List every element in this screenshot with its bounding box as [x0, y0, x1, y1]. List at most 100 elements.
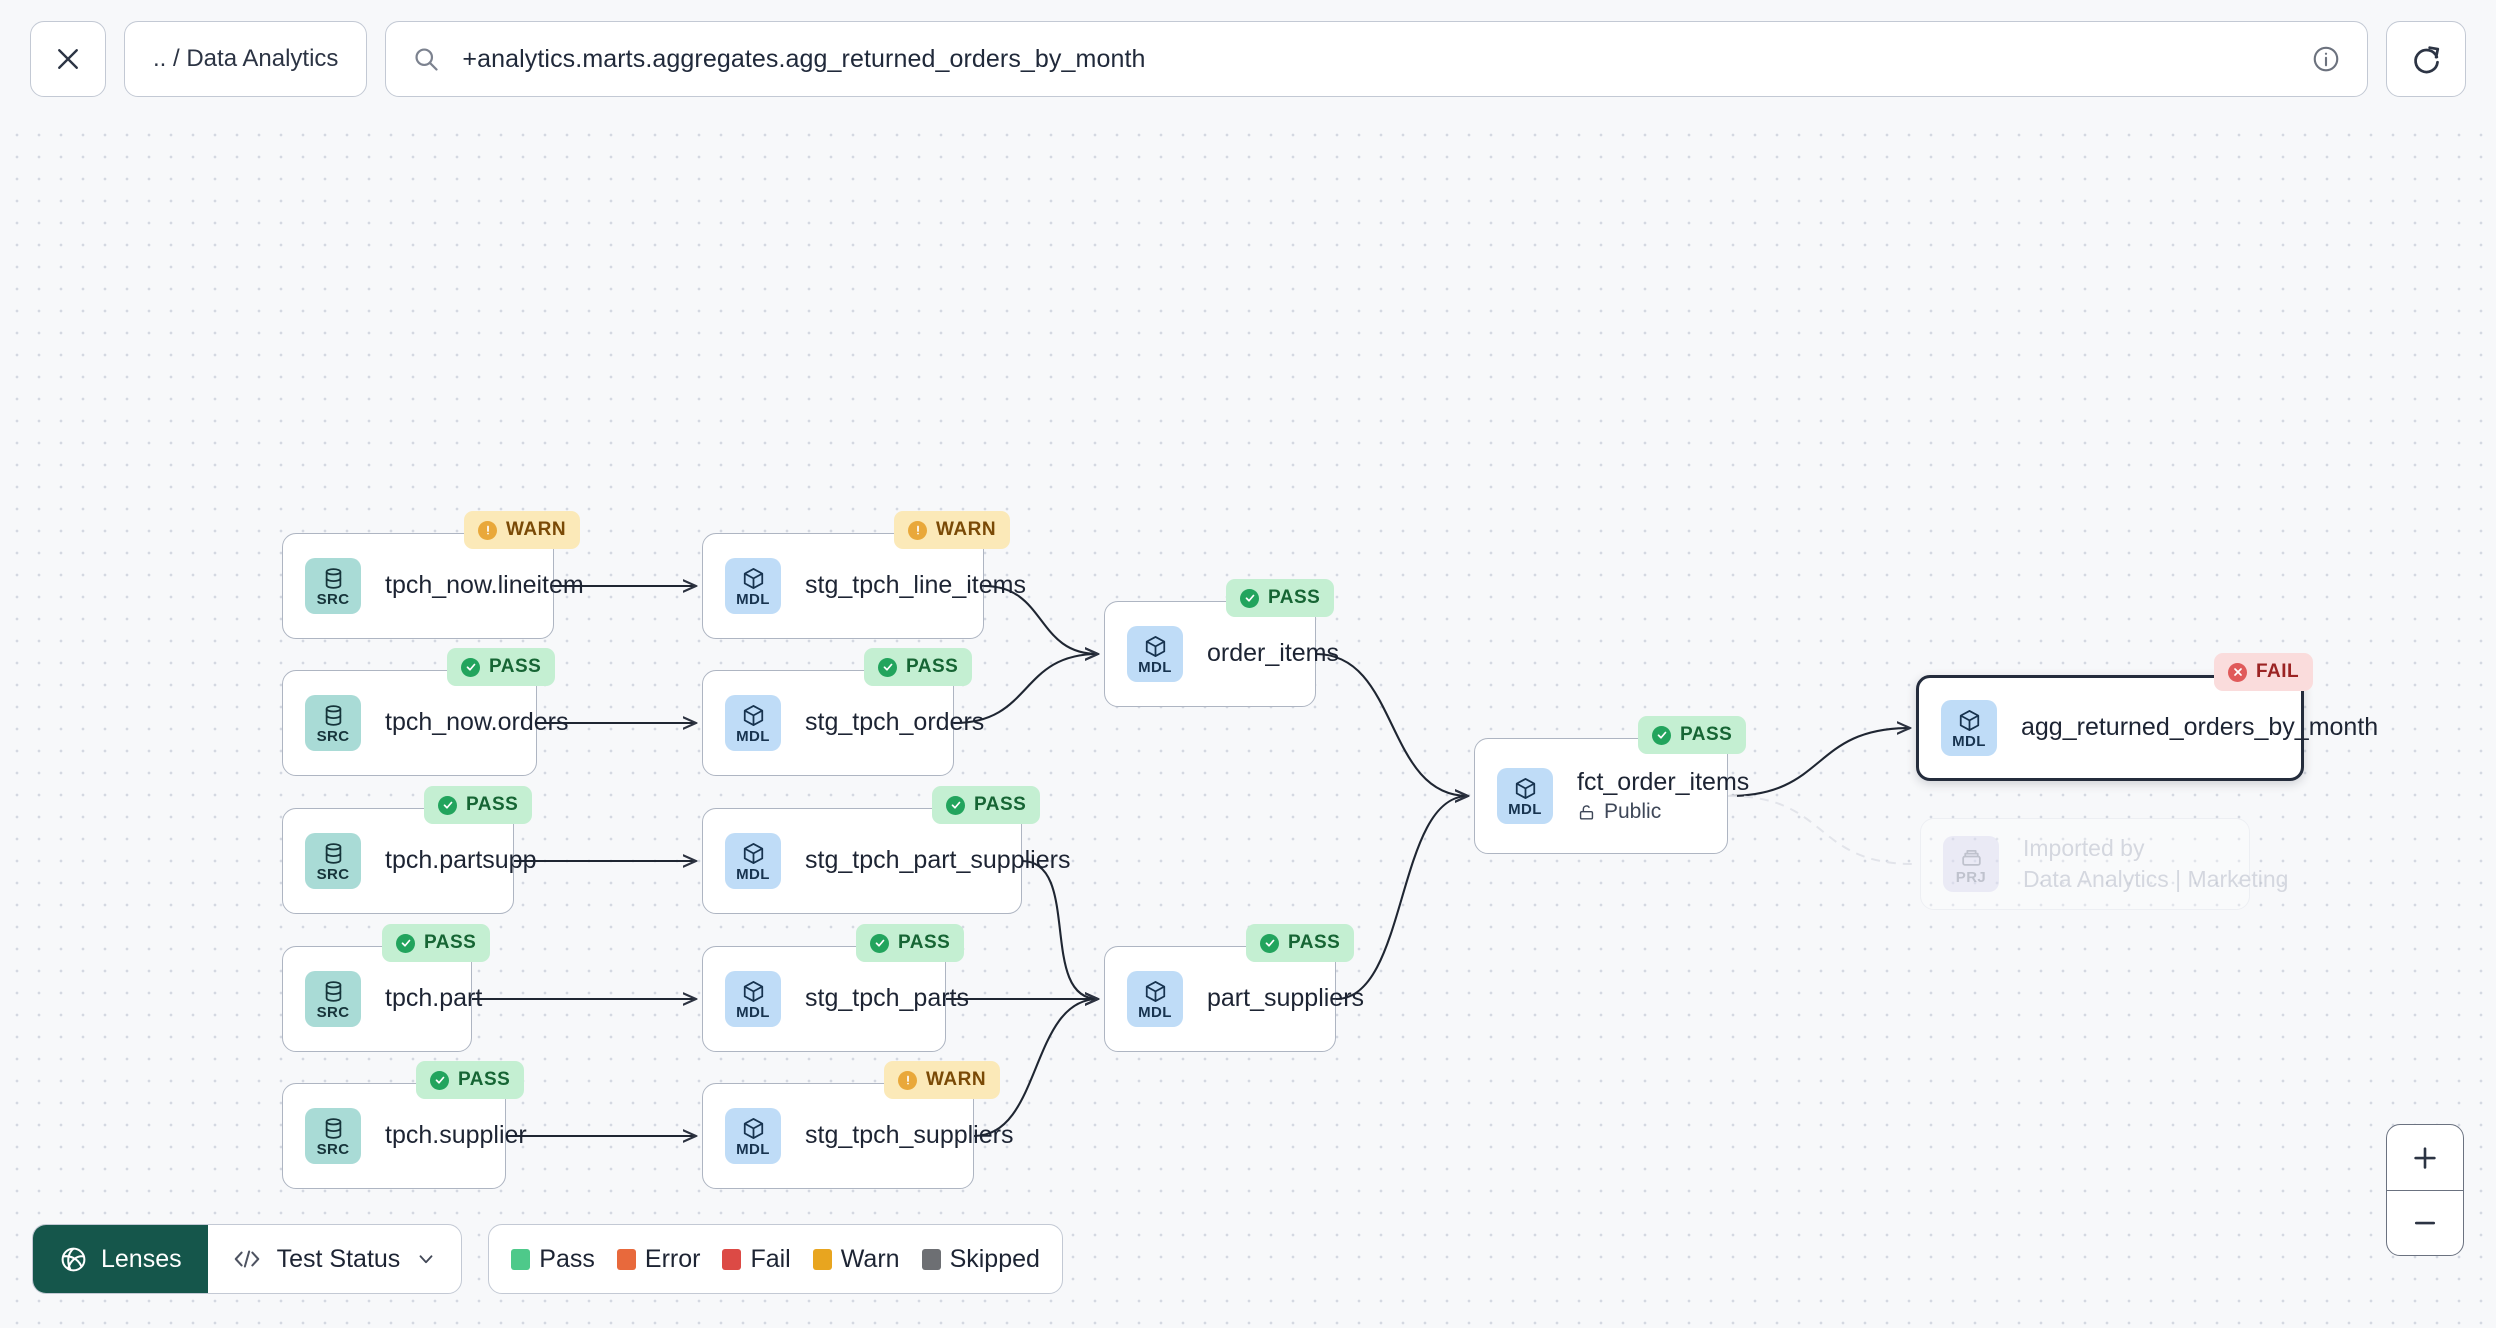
- refresh-button[interactable]: [2386, 21, 2466, 97]
- zoom-out-button[interactable]: [2387, 1190, 2463, 1255]
- search-value: +analytics.marts.aggregates.agg_returned…: [462, 44, 1146, 73]
- node-type-abbr: SRC: [316, 727, 350, 745]
- status-badge-pass[interactable]: PASS: [932, 786, 1041, 824]
- status-badge-warn[interactable]: WARN: [884, 1061, 1001, 1099]
- mdl-type-icon: MDL: [725, 833, 781, 889]
- node-type-abbr: MDL: [736, 590, 770, 608]
- node-title: stg_tpch_parts: [805, 984, 969, 1013]
- status-badge-fail[interactable]: FAIL: [2214, 653, 2314, 691]
- status-badge-label: PASS: [1268, 587, 1321, 608]
- node-type-abbr: MDL: [736, 865, 770, 883]
- legend-item-pass[interactable]: Pass: [511, 1245, 595, 1274]
- legend-label: Skipped: [949, 1244, 1040, 1273]
- graph-node-tpch_partsupp[interactable]: SRC tpch.partsupp: [282, 808, 537, 914]
- legend-label: Fail: [750, 1244, 791, 1273]
- search-input[interactable]: +analytics.marts.aggregates.agg_returned…: [385, 21, 2368, 97]
- edge-fct_order_items-to-imported_by_project: [1727, 795, 1915, 865]
- legend-swatch: [812, 1248, 832, 1270]
- status-badge-label: FAIL: [2256, 661, 2300, 682]
- node-type-abbr: SRC: [316, 1003, 350, 1021]
- src-type-icon: SRC: [305, 1108, 361, 1164]
- status-badge-pass[interactable]: PASS: [856, 924, 965, 962]
- breadcrumb[interactable]: .. / Data Analytics: [124, 21, 368, 97]
- zoom-in-button[interactable]: [2387, 1125, 2463, 1190]
- status-badge-warn[interactable]: WARN: [894, 511, 1011, 549]
- status-badge-pass[interactable]: PASS: [416, 1061, 525, 1099]
- node-subtitle: Data Analytics | Marketing: [2023, 866, 2288, 893]
- status-badge-warn[interactable]: WARN: [464, 511, 581, 549]
- status-dot-icon: [908, 520, 927, 540]
- status-badge-label: WARN: [936, 519, 997, 540]
- test-status-selector[interactable]: Test Status: [208, 1225, 462, 1293]
- node-title: tpch.partsupp: [385, 846, 537, 875]
- src-type-icon: SRC: [305, 695, 361, 751]
- graph-node-agg_returned_orders_by_month[interactable]: MDL agg_returned_orders_by_month: [1916, 675, 2379, 781]
- status-badge-label: PASS: [974, 794, 1027, 815]
- status-badge-pass[interactable]: PASS: [1638, 716, 1747, 754]
- breadcrumb-label: .. / Data Analytics: [153, 45, 339, 72]
- status-dot-icon: [461, 657, 480, 677]
- bottom-toolbar: Lenses Test Status Pass Error Fail Warn Skip…: [32, 1224, 1063, 1294]
- mdl-type-icon: MDL: [725, 695, 781, 751]
- node-title: agg_returned_orders_by_month: [2021, 713, 2379, 742]
- status-badge-label: PASS: [424, 932, 477, 953]
- node-type-abbr: MDL: [1952, 732, 1986, 750]
- status-dot-icon: [430, 1070, 449, 1090]
- node-type-abbr: SRC: [316, 865, 350, 883]
- legend-swatch: [616, 1248, 636, 1270]
- graph-node-stg_tpch_part_suppliers[interactable]: MDL stg_tpch_part_suppliers: [702, 808, 1071, 914]
- status-dot-icon: [478, 520, 497, 540]
- status-badge-label: PASS: [458, 1069, 511, 1090]
- mdl-type-icon: MDL: [725, 971, 781, 1027]
- legend-item-skipped[interactable]: Skipped: [921, 1244, 1040, 1274]
- node-type-abbr: MDL: [1508, 800, 1542, 818]
- minus-icon: [2414, 1221, 2436, 1225]
- status-dot-icon: [2228, 662, 2247, 682]
- search-icon: [415, 48, 439, 71]
- status-badge-pass[interactable]: PASS: [1226, 579, 1335, 617]
- node-type-abbr: SRC: [316, 1140, 350, 1158]
- info-icon[interactable]: [2311, 44, 2341, 74]
- legend-label: Error: [644, 1244, 701, 1273]
- legend-item-fail[interactable]: Fail: [722, 1244, 791, 1274]
- node-title: order_items: [1207, 639, 1339, 668]
- status-badge-pass[interactable]: PASS: [864, 648, 973, 686]
- status-dot-icon: [1240, 588, 1259, 608]
- zoom-controls: [2386, 1124, 2464, 1256]
- legend-item-warn[interactable]: Warn: [812, 1244, 900, 1274]
- lenses-button[interactable]: Lenses: [33, 1225, 208, 1293]
- legend-item-error[interactable]: Error: [616, 1244, 701, 1274]
- legend-swatch: [511, 1248, 531, 1270]
- mdl-type-icon: MDL: [725, 558, 781, 614]
- graph-node-stg_tpch_orders[interactable]: MDL stg_tpch_orders: [702, 670, 985, 776]
- status-dot-icon: [878, 657, 897, 677]
- graph-node-stg_tpch_parts[interactable]: MDL stg_tpch_parts: [702, 946, 969, 1052]
- close-button[interactable]: [30, 21, 106, 97]
- top-header: .. / Data Analytics +analytics.marts.agg…: [0, 0, 2496, 118]
- node-title: fct_order_items: [1577, 767, 1750, 796]
- status-badge-pass[interactable]: PASS: [424, 786, 533, 824]
- node-title: stg_tpch_part_suppliers: [805, 846, 1071, 875]
- status-dot-icon: [396, 933, 415, 953]
- status-badge-pass[interactable]: PASS: [1246, 924, 1355, 962]
- prj-type-icon: PRJ: [1943, 836, 1999, 892]
- status-badge-pass[interactable]: PASS: [447, 648, 556, 686]
- mdl-type-icon: MDL: [725, 1108, 781, 1164]
- legend-label: Pass: [539, 1244, 595, 1273]
- node-subtitle: Public: [1577, 800, 1705, 824]
- legend-label: Warn: [840, 1244, 900, 1273]
- status-badge-pass[interactable]: PASS: [382, 924, 491, 962]
- node-title: stg_tpch_orders: [805, 708, 985, 737]
- src-type-icon: SRC: [305, 558, 361, 614]
